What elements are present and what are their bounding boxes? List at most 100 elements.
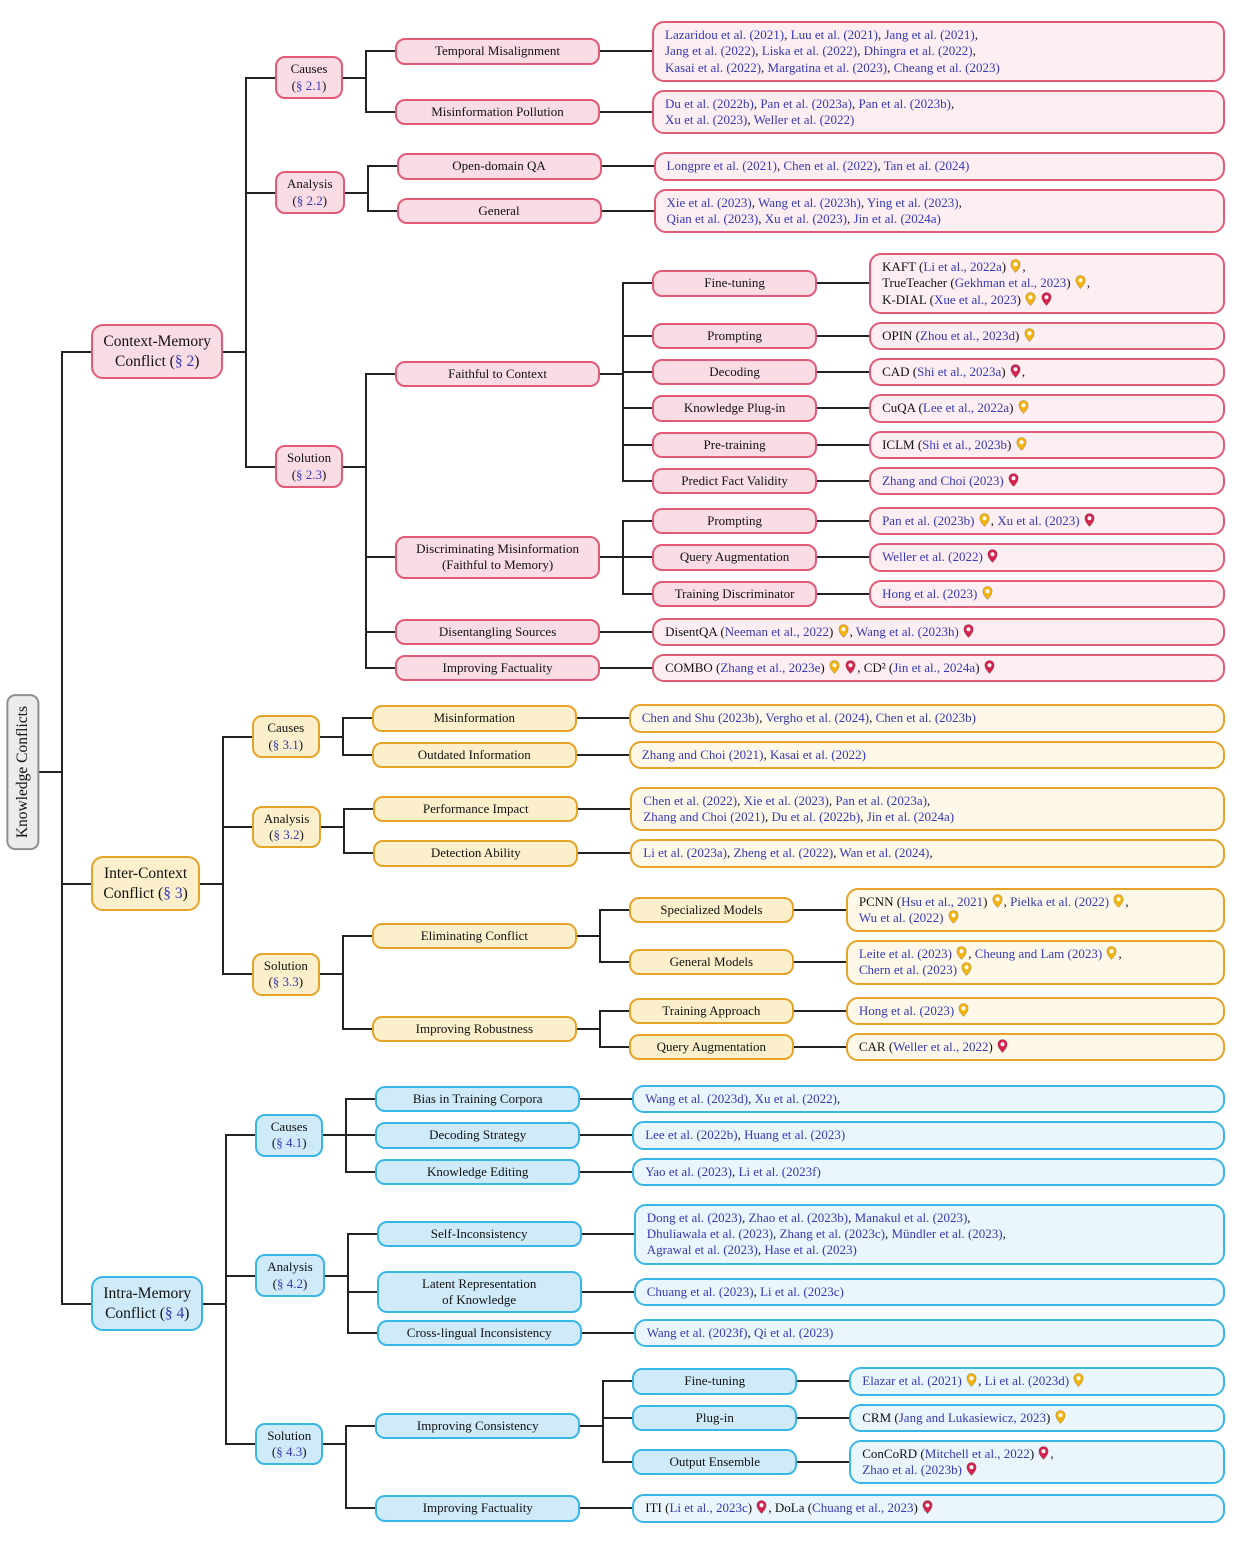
- citation-link[interactable]: § 3: [163, 884, 183, 902]
- citation-link[interactable]: § 3.1: [272, 736, 299, 752]
- citation-link[interactable]: Xu et al. (2023): [764, 210, 848, 226]
- citation-link[interactable]: § 2.3: [296, 466, 323, 482]
- citation-link[interactable]: Zhang and Choi (2021): [643, 809, 765, 824]
- citation-link[interactable]: Xu et al. (2022): [754, 1091, 837, 1106]
- citation-link[interactable]: Jin et al., 2024a: [893, 660, 976, 675]
- citation-link[interactable]: Lee et al., 2022a: [922, 400, 1010, 416]
- citation-link[interactable]: § 4: [164, 1304, 185, 1322]
- citation-link[interactable]: Zheng et al. (2022): [733, 845, 834, 861]
- text: Latent Representation: [421, 1275, 537, 1291]
- citation-link[interactable]: Dhuliawala et al. (2023): [646, 1226, 774, 1241]
- citation-link[interactable]: Liska et al. (2022): [761, 43, 858, 59]
- citation-link[interactable]: Elazar et al. (2021): [862, 1373, 962, 1389]
- citation-link[interactable]: Wu et al. (2022): [858, 909, 944, 925]
- citation-link[interactable]: Li et al. (2023d): [984, 1373, 1070, 1389]
- citation-link[interactable]: Hong et al. (2023): [882, 585, 978, 601]
- citation-link[interactable]: Kasai et al. (2022): [665, 59, 762, 75]
- citation-link[interactable]: Margatina et al. (2023): [767, 59, 888, 75]
- citation-link[interactable]: Jang et al. (2021): [884, 27, 975, 42]
- citation-link[interactable]: Li et al., 2022a: [923, 259, 1002, 274]
- citation-link[interactable]: Li et al. (2023a): [643, 845, 728, 861]
- citation-link[interactable]: Zhang et al. (2023c): [779, 1226, 885, 1241]
- citation-link[interactable]: Leite et al. (2023): [858, 946, 952, 961]
- citation-link[interactable]: Pielka et al. (2022): [1010, 893, 1110, 909]
- citation-link[interactable]: Wang et al. (2023h): [855, 623, 959, 639]
- citation-link[interactable]: Zhang and Choi (2021): [641, 746, 764, 762]
- citation-link[interactable]: Ying et al. (2023): [866, 194, 959, 210]
- citation-link[interactable]: Zhao et al. (2023b): [748, 1209, 849, 1225]
- citation-link[interactable]: Hase et al. (2023): [764, 1242, 857, 1258]
- citation-link[interactable]: Jang et al. (2022): [665, 43, 756, 59]
- citation-link[interactable]: Xu et al. (2023): [665, 112, 748, 127]
- citation-link[interactable]: Tan et al. (2024): [883, 158, 970, 174]
- citation-link[interactable]: Chen et al. (2022): [643, 792, 738, 808]
- citation-link[interactable]: Chuang et al., 2023: [812, 1500, 914, 1516]
- text: [952, 946, 955, 961]
- citation-link[interactable]: Wang et al. (2023f): [646, 1325, 748, 1340]
- citation-link[interactable]: Weller et al. (2022): [753, 112, 855, 127]
- citation-link[interactable]: Pan et al. (2023b): [858, 95, 951, 111]
- citation-link[interactable]: Li et al. (2023c): [760, 1283, 844, 1299]
- citation-link[interactable]: § 4.2: [276, 1275, 303, 1291]
- citation-link[interactable]: Du et al. (2022b): [771, 809, 861, 824]
- citation-link[interactable]: § 3.2: [273, 827, 300, 843]
- citation-link[interactable]: Gekhman et al., 2023: [954, 275, 1067, 291]
- citation-link[interactable]: Zhang et al., 2023e: [720, 660, 821, 675]
- citation-link[interactable]: Chen and Shu (2023b): [641, 710, 760, 726]
- citation-link[interactable]: Li et al. (2023f): [738, 1163, 821, 1179]
- citation-link[interactable]: Chen et al. (2023b): [875, 710, 976, 726]
- citation-link[interactable]: § 2: [174, 352, 195, 370]
- citation-link[interactable]: § 4.1: [276, 1135, 303, 1151]
- citation-link[interactable]: Qian et al. (2023): [666, 210, 759, 226]
- citation-link[interactable]: Jin et al. (2024a): [866, 809, 955, 824]
- citation-link[interactable]: Du et al. (2022b): [665, 95, 754, 111]
- citation-link[interactable]: Dong et al. (2023): [646, 1209, 742, 1225]
- citation-link[interactable]: Yao et al. (2023): [645, 1163, 732, 1179]
- citation-link[interactable]: Zhang and Choi (2023): [882, 472, 1004, 488]
- citation-link[interactable]: Lazaridou et al. (2021): [665, 27, 785, 42]
- citation-link[interactable]: Wang et al. (2023d): [645, 1091, 749, 1106]
- citation-link[interactable]: Pan et al. (2023b): [882, 513, 975, 528]
- citation-link[interactable]: Manakul et al. (2023): [854, 1209, 968, 1225]
- citation-link[interactable]: § 4.3: [276, 1443, 303, 1459]
- citation-link[interactable]: Mitchell et al., 2022: [924, 1445, 1030, 1461]
- citation-link[interactable]: Chuang et al. (2023): [646, 1283, 754, 1299]
- citation-link[interactable]: Xue et al., 2023: [933, 291, 1017, 307]
- citation-link[interactable]: Weller et al., 2022: [893, 1038, 989, 1054]
- citation-link[interactable]: Zhou et al., 2023d: [920, 327, 1015, 343]
- citation-link[interactable]: Dhingra et al. (2022): [863, 43, 973, 59]
- citation-link[interactable]: Luu et al. (2021): [790, 27, 878, 42]
- citation-link[interactable]: Shi et al., 2023a: [917, 364, 1002, 379]
- citation-link[interactable]: Zhao et al. (2023b): [862, 1462, 962, 1477]
- citation-link[interactable]: Cheung and Lam (2023): [974, 946, 1103, 961]
- citation-link[interactable]: Jin et al. (2024a): [853, 210, 941, 226]
- citation-link[interactable]: Cheang et al. (2023): [893, 59, 1000, 75]
- citation-link[interactable]: Longpre et al. (2021): [666, 158, 777, 174]
- citation-link[interactable]: Wan et al. (2024): [839, 845, 930, 861]
- citation-link[interactable]: Hsu et al., 2021: [901, 893, 984, 909]
- citation-link[interactable]: Huang et al. (2023): [744, 1127, 846, 1143]
- citation-link[interactable]: Chern et al. (2023): [858, 962, 958, 978]
- citation-link[interactable]: Hong et al. (2023): [858, 1002, 955, 1018]
- citation-link[interactable]: Qi et al. (2023): [753, 1325, 834, 1340]
- citation-link[interactable]: § 2.1: [296, 77, 322, 93]
- citation-link[interactable]: Xie et al. (2023): [666, 194, 752, 210]
- citation-link[interactable]: § 2.2: [296, 192, 323, 208]
- citation-link[interactable]: Jang and Lukasiewicz, 2023: [898, 1409, 1047, 1425]
- citation-link[interactable]: Neeman et al., 2022: [724, 623, 829, 639]
- citation-link[interactable]: Li et al., 2023c: [669, 1500, 748, 1516]
- citation-link[interactable]: Weller et al. (2022): [882, 549, 983, 565]
- citation-link[interactable]: Vergho et al. (2024): [765, 710, 870, 726]
- citation-link[interactable]: Kasai et al. (2022): [769, 746, 866, 762]
- citation-link[interactable]: Shi et al., 2023b: [922, 436, 1008, 452]
- citation-link[interactable]: Xu et al. (2023): [997, 513, 1080, 528]
- citation-link[interactable]: Wang et al. (2023h): [757, 194, 861, 210]
- citation-link[interactable]: Agrawal et al. (2023): [646, 1242, 758, 1258]
- citation-link[interactable]: Mündler et al. (2023): [891, 1226, 1003, 1241]
- citation-link[interactable]: Pan et al. (2023a): [835, 792, 928, 808]
- citation-link[interactable]: Xie et al. (2023): [743, 792, 829, 808]
- citation-link[interactable]: Chen et al. (2022): [783, 158, 878, 174]
- citation-link[interactable]: Lee et al. (2022b): [645, 1127, 738, 1143]
- citation-link[interactable]: Pan et al. (2023a): [760, 95, 853, 111]
- citation-link[interactable]: § 3.3: [272, 974, 299, 990]
